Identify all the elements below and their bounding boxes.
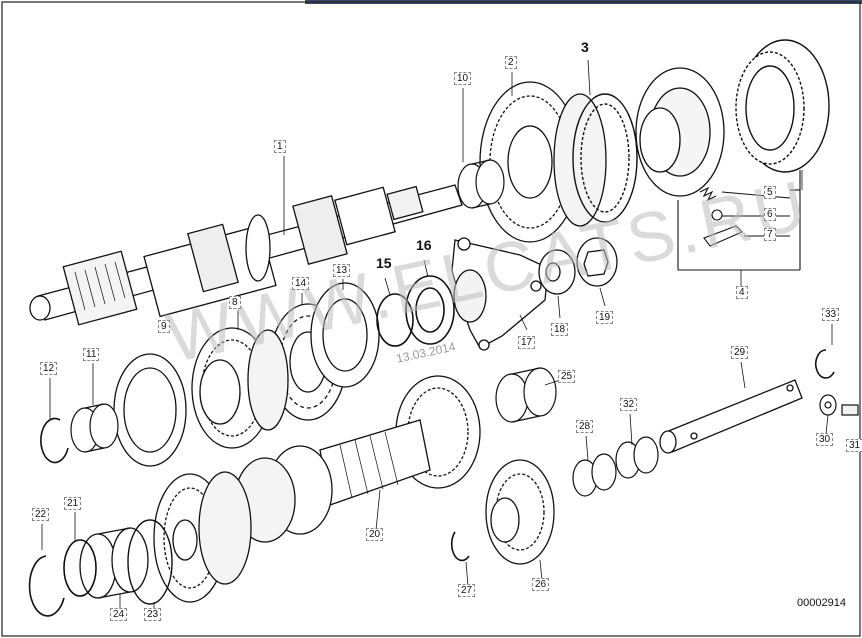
callout-26: 26 [532, 578, 550, 591]
gear-8 [191, 327, 289, 449]
bearing-flange-17 [451, 237, 549, 351]
main-shaft [29, 184, 463, 326]
needle-bearing-28 [572, 436, 659, 497]
callout-23: 23 [144, 608, 162, 621]
sliding-sleeve [735, 39, 830, 173]
callout-28: 28 [576, 420, 594, 433]
washer-18 [538, 249, 576, 295]
callout-25: 25 [558, 370, 576, 383]
callout-18: 18 [551, 323, 569, 336]
leader-lines [41, 59, 833, 610]
callout-3: 3 [581, 39, 589, 55]
callout-7: 7 [764, 228, 776, 241]
callout-6: 6 [764, 208, 776, 221]
needle-bearing-25 [495, 367, 557, 423]
callout-21: 21 [64, 497, 82, 510]
circlip-23 [127, 519, 173, 605]
circlip-22 [28, 555, 65, 617]
callout-11: 11 [83, 348, 100, 361]
spacer-13 [310, 282, 380, 388]
shim-16 [405, 275, 455, 345]
callout-32: 32 [620, 398, 638, 411]
callout-33: 33 [822, 308, 840, 321]
needle-bearing-11 [70, 403, 119, 453]
synchro-ring-9 [113, 353, 187, 467]
callout-30: 30 [816, 433, 834, 446]
circlip-12 [40, 417, 69, 464]
callout-15: 15 [376, 255, 392, 271]
needle-bearing-10 [457, 159, 505, 209]
callout-5: 5 [764, 186, 776, 199]
callout-17: 17 [518, 336, 536, 349]
synchro-hub [635, 67, 725, 197]
callout-14: 14 [292, 277, 310, 290]
callout-22: 22 [32, 508, 50, 521]
gear-2 [479, 81, 607, 243]
circlip-27a [450, 531, 470, 562]
callout-19: 19 [596, 311, 614, 324]
callout-1: 1 [274, 140, 286, 153]
callout-29: 29 [731, 346, 749, 359]
callout-9: 9 [158, 320, 170, 333]
bearing-24 [79, 527, 149, 599]
callout-13: 13 [333, 264, 351, 277]
callout-8: 8 [229, 296, 241, 309]
idler-shaft-29 [659, 379, 803, 454]
ring-21 [63, 539, 97, 597]
circlip-27b [815, 349, 835, 379]
synchro-ring-3 [572, 93, 638, 223]
idler-gear-26 [485, 459, 555, 565]
counter-shaft-20 [153, 375, 481, 603]
callout-20: 20 [366, 528, 384, 541]
washer-bolt-30-31 [819, 394, 859, 416]
callout-12: 12 [40, 362, 58, 375]
callout-4: 4 [736, 286, 748, 299]
circlip-15 [376, 293, 414, 347]
document-number: 00002914 [797, 597, 846, 609]
callout-10: 10 [454, 72, 472, 85]
callout-2: 2 [505, 56, 517, 69]
callout-24: 24 [110, 608, 128, 621]
ball-bearing-14 [269, 303, 347, 421]
callout-31: 31 [846, 439, 862, 452]
callout-16: 16 [416, 237, 432, 253]
detent-parts [677, 170, 801, 271]
washer-19 [576, 237, 618, 287]
callout-27: 27 [458, 584, 476, 597]
